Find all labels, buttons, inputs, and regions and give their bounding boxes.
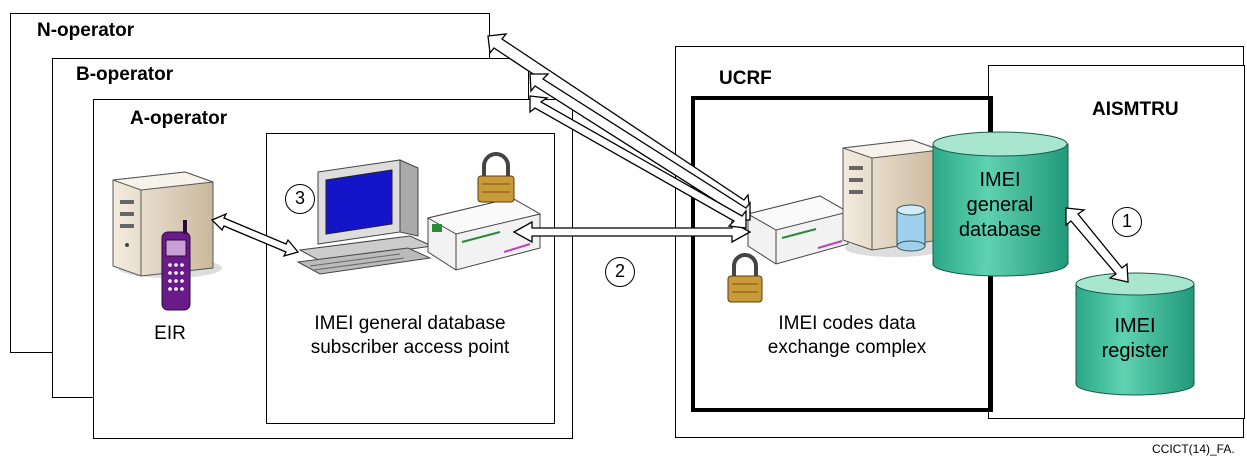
general-database-cylinder <box>932 131 1069 277</box>
access-point-label: IMEI general database subscriber access … <box>310 313 510 358</box>
eir-label: EIR <box>154 323 186 344</box>
n-operator-label: N-operator <box>37 20 135 41</box>
arrow-general-to-register <box>1065 207 1129 283</box>
small-database-icon <box>896 204 926 252</box>
figure-reference: CCICT(14)_FA. <box>1152 442 1235 456</box>
step-1-marker: 1 <box>1112 207 1142 237</box>
b-operator-label: B-operator <box>76 64 174 85</box>
padlock-icon-access-point <box>477 152 515 203</box>
arrow-access-to-exchange <box>512 220 752 244</box>
arrow-a-operator-to-exchange <box>529 95 747 229</box>
step-2-marker: 2 <box>605 257 635 287</box>
general-database-label: IMEI general database <box>958 169 1042 241</box>
access-point-router-icon <box>426 197 542 271</box>
padlock-icon-exchange <box>727 253 763 303</box>
register-database-label: IMEI register <box>1101 315 1169 362</box>
exchange-server-icon <box>842 139 945 257</box>
step-3-marker: 3 <box>285 184 315 214</box>
arrow-b-operator-to-exchange <box>529 73 751 221</box>
exchange-complex-label: IMEI codes data exchange complex <box>767 313 927 358</box>
a-operator-label: A-operator <box>130 108 228 129</box>
aismtru-label: AISMTRU <box>1092 99 1179 120</box>
workstation-icon <box>296 159 434 275</box>
ucrf-label: UCRF <box>719 68 772 89</box>
exchange-router-icon <box>746 195 850 265</box>
register-database-cylinder <box>1075 272 1195 396</box>
mobile-phone-icon <box>161 220 191 311</box>
arrow-eir-to-workstation <box>210 212 300 258</box>
